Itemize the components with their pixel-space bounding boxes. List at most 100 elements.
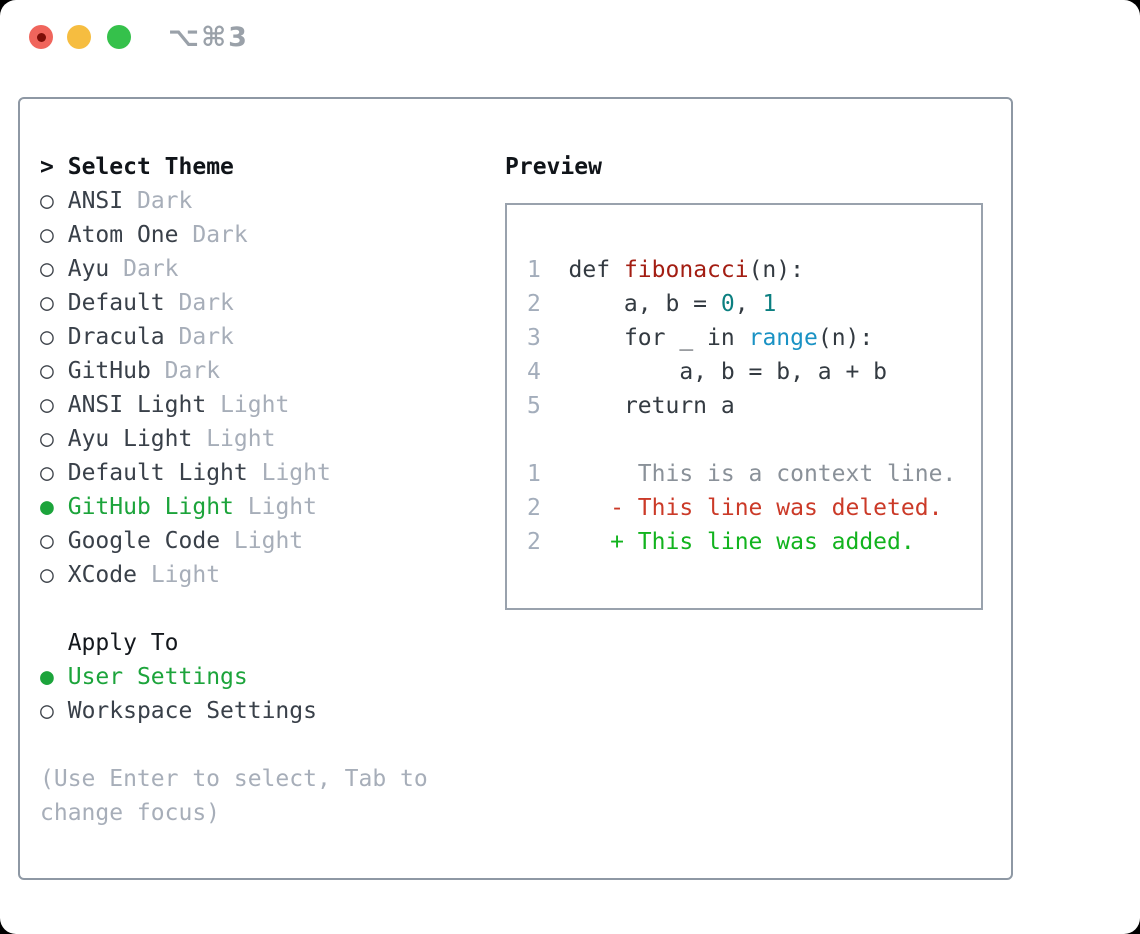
theme-variant-label: Dark [192,222,248,248]
code-token: (n): [817,325,874,351]
window-title-shortcut: ⌥⌘3 [168,22,249,53]
radio-unselected-icon: ○ [40,426,54,452]
diff-text: This is a context line. [568,461,957,487]
theme-option-default[interactable]: ○ Default Dark [40,286,502,320]
diff-line-added: 2 + This line was added. [527,525,981,559]
theme-variant-label: Dark [136,188,193,214]
theme-option-label: XCode [67,562,137,588]
titlebar: ⌥⌘3 [0,0,1140,75]
theme-option-label: ANSI Light [67,392,207,418]
theme-option-label: ANSI [67,188,124,214]
theme-variant-label: Dark [164,358,221,384]
theme-option-label: Ayu [67,256,110,282]
theme-variant-label: Light [261,460,331,486]
theme-variant-label: Light [150,562,221,588]
apply-option-workspace-settings[interactable]: ○ Workspace Settings [40,694,502,728]
theme-option-label: Atom One [67,222,179,248]
code-token: return [623,393,708,419]
diff-line-deleted: 2 - This line was deleted. [527,491,981,525]
theme-option-github-light[interactable]: ● GitHub Light Light [40,490,502,524]
minimize-button[interactable] [67,25,91,49]
theme-option-default-light[interactable]: ○ Default Light Light [40,456,502,490]
code-line: 5 return a [527,389,981,423]
code-token: , [734,291,763,317]
code-token: fibonacci [623,257,749,283]
line-number: 3 [527,325,541,351]
radio-unselected-icon: ○ [40,188,54,214]
preview-header-row: Preview [505,150,993,184]
code-token: a [707,393,735,419]
maximize-button[interactable] [107,25,131,49]
code-line: 4 a, b = b, a + b [527,355,981,389]
radio-unselected-icon: ○ [40,460,54,486]
apply-option-label: Workspace Settings [67,698,317,724]
theme-option-dracula[interactable]: ○ Dracula Dark [40,320,502,354]
diff-line-context: 1 This is a context line. [527,457,981,491]
code-token: for [623,325,666,351]
radio-unselected-icon: ○ [40,358,54,384]
code-token [610,257,624,283]
close-button[interactable] [29,25,53,49]
blank-line [527,423,981,457]
code-line: 2 a, b = 0, 1 [527,287,981,321]
theme-option-label: Dracula [67,324,165,350]
theme-option-ayu[interactable]: ○ Ayu Dark [40,252,502,286]
theme-option-label: Google Code [67,528,221,554]
theme-option-github[interactable]: ○ GitHub Dark [40,354,502,388]
line-number: 5 [527,393,541,419]
code-token: 0 [720,291,735,317]
spacer [40,592,502,626]
theme-option-ayu-light[interactable]: ○ Ayu Light Light [40,422,502,456]
code-line: 1 def fibonacci(n): [527,253,981,287]
code-token: 1 [762,291,777,317]
line-number: 4 [527,359,541,385]
radio-unselected-icon: ○ [40,324,54,350]
keyboard-hint: (Use Enter to select, Tab to change focus… [40,762,502,830]
theme-variant-label: Dark [123,256,179,282]
select-theme-header: > Select Theme [40,150,502,184]
preview-title: Preview [505,154,602,180]
apply-to-header: Apply To [40,626,502,660]
radio-unselected-icon: ○ [40,392,54,418]
theme-option-google-code[interactable]: ○ Google Code Light [40,524,502,558]
theme-variant-label: Dark [178,324,234,350]
theme-list: ○ ANSI Dark○ Atom One Dark○ Ayu Dark○ De… [40,184,502,592]
theme-selector-column: > Select Theme ○ ANSI Dark○ Atom One Dar… [40,150,502,830]
apply-option-user-settings[interactable]: ● User Settings [40,660,502,694]
theme-variant-label: Light [206,426,276,452]
code-token: def [568,257,611,283]
hint-line: change focus) [40,800,221,826]
line-number: 1 [527,257,541,283]
theme-option-xcode[interactable]: ○ XCode Light [40,558,502,592]
theme-option-label: Default Light [67,460,248,486]
apply-to-title: Apply To [67,630,179,656]
theme-variant-label: Light [220,392,290,418]
code-token: a, b = b, a + b [568,359,888,385]
hint-line: (Use Enter to select, Tab to [40,766,428,792]
theme-option-ansi-light[interactable]: ○ ANSI Light Light [40,388,502,422]
radio-selected-icon: ● [40,494,54,520]
theme-option-ansi[interactable]: ○ ANSI Dark [40,184,502,218]
code-token [569,393,624,419]
theme-picker-panel: > Select Theme ○ ANSI Dark○ Atom One Dar… [18,97,1013,880]
code-token: a, b = [568,291,721,317]
theme-option-label: Ayu Light [67,426,193,452]
theme-variant-label: Light [233,528,304,554]
theme-variant-label: Dark [178,290,234,316]
preview-column: Preview 1 def fibonacci(n):2 a, b = 0, 1… [505,150,993,610]
apply-option-label: User Settings [67,664,248,690]
apply-to-list: ● User Settings○ Workspace Settings [40,660,502,728]
diff-text: - This line was deleted. [568,495,943,521]
code-token: _ [665,325,708,351]
radio-unselected-icon: ○ [40,290,54,316]
radio-unselected-icon: ○ [40,222,54,248]
theme-option-atom-one[interactable]: ○ Atom One Dark [40,218,502,252]
code-token [569,325,624,351]
select-theme-title: Select Theme [67,154,234,180]
radio-selected-icon: ● [40,664,54,690]
spacer [40,728,502,762]
code-line: 3 for _ in range(n): [527,321,981,355]
